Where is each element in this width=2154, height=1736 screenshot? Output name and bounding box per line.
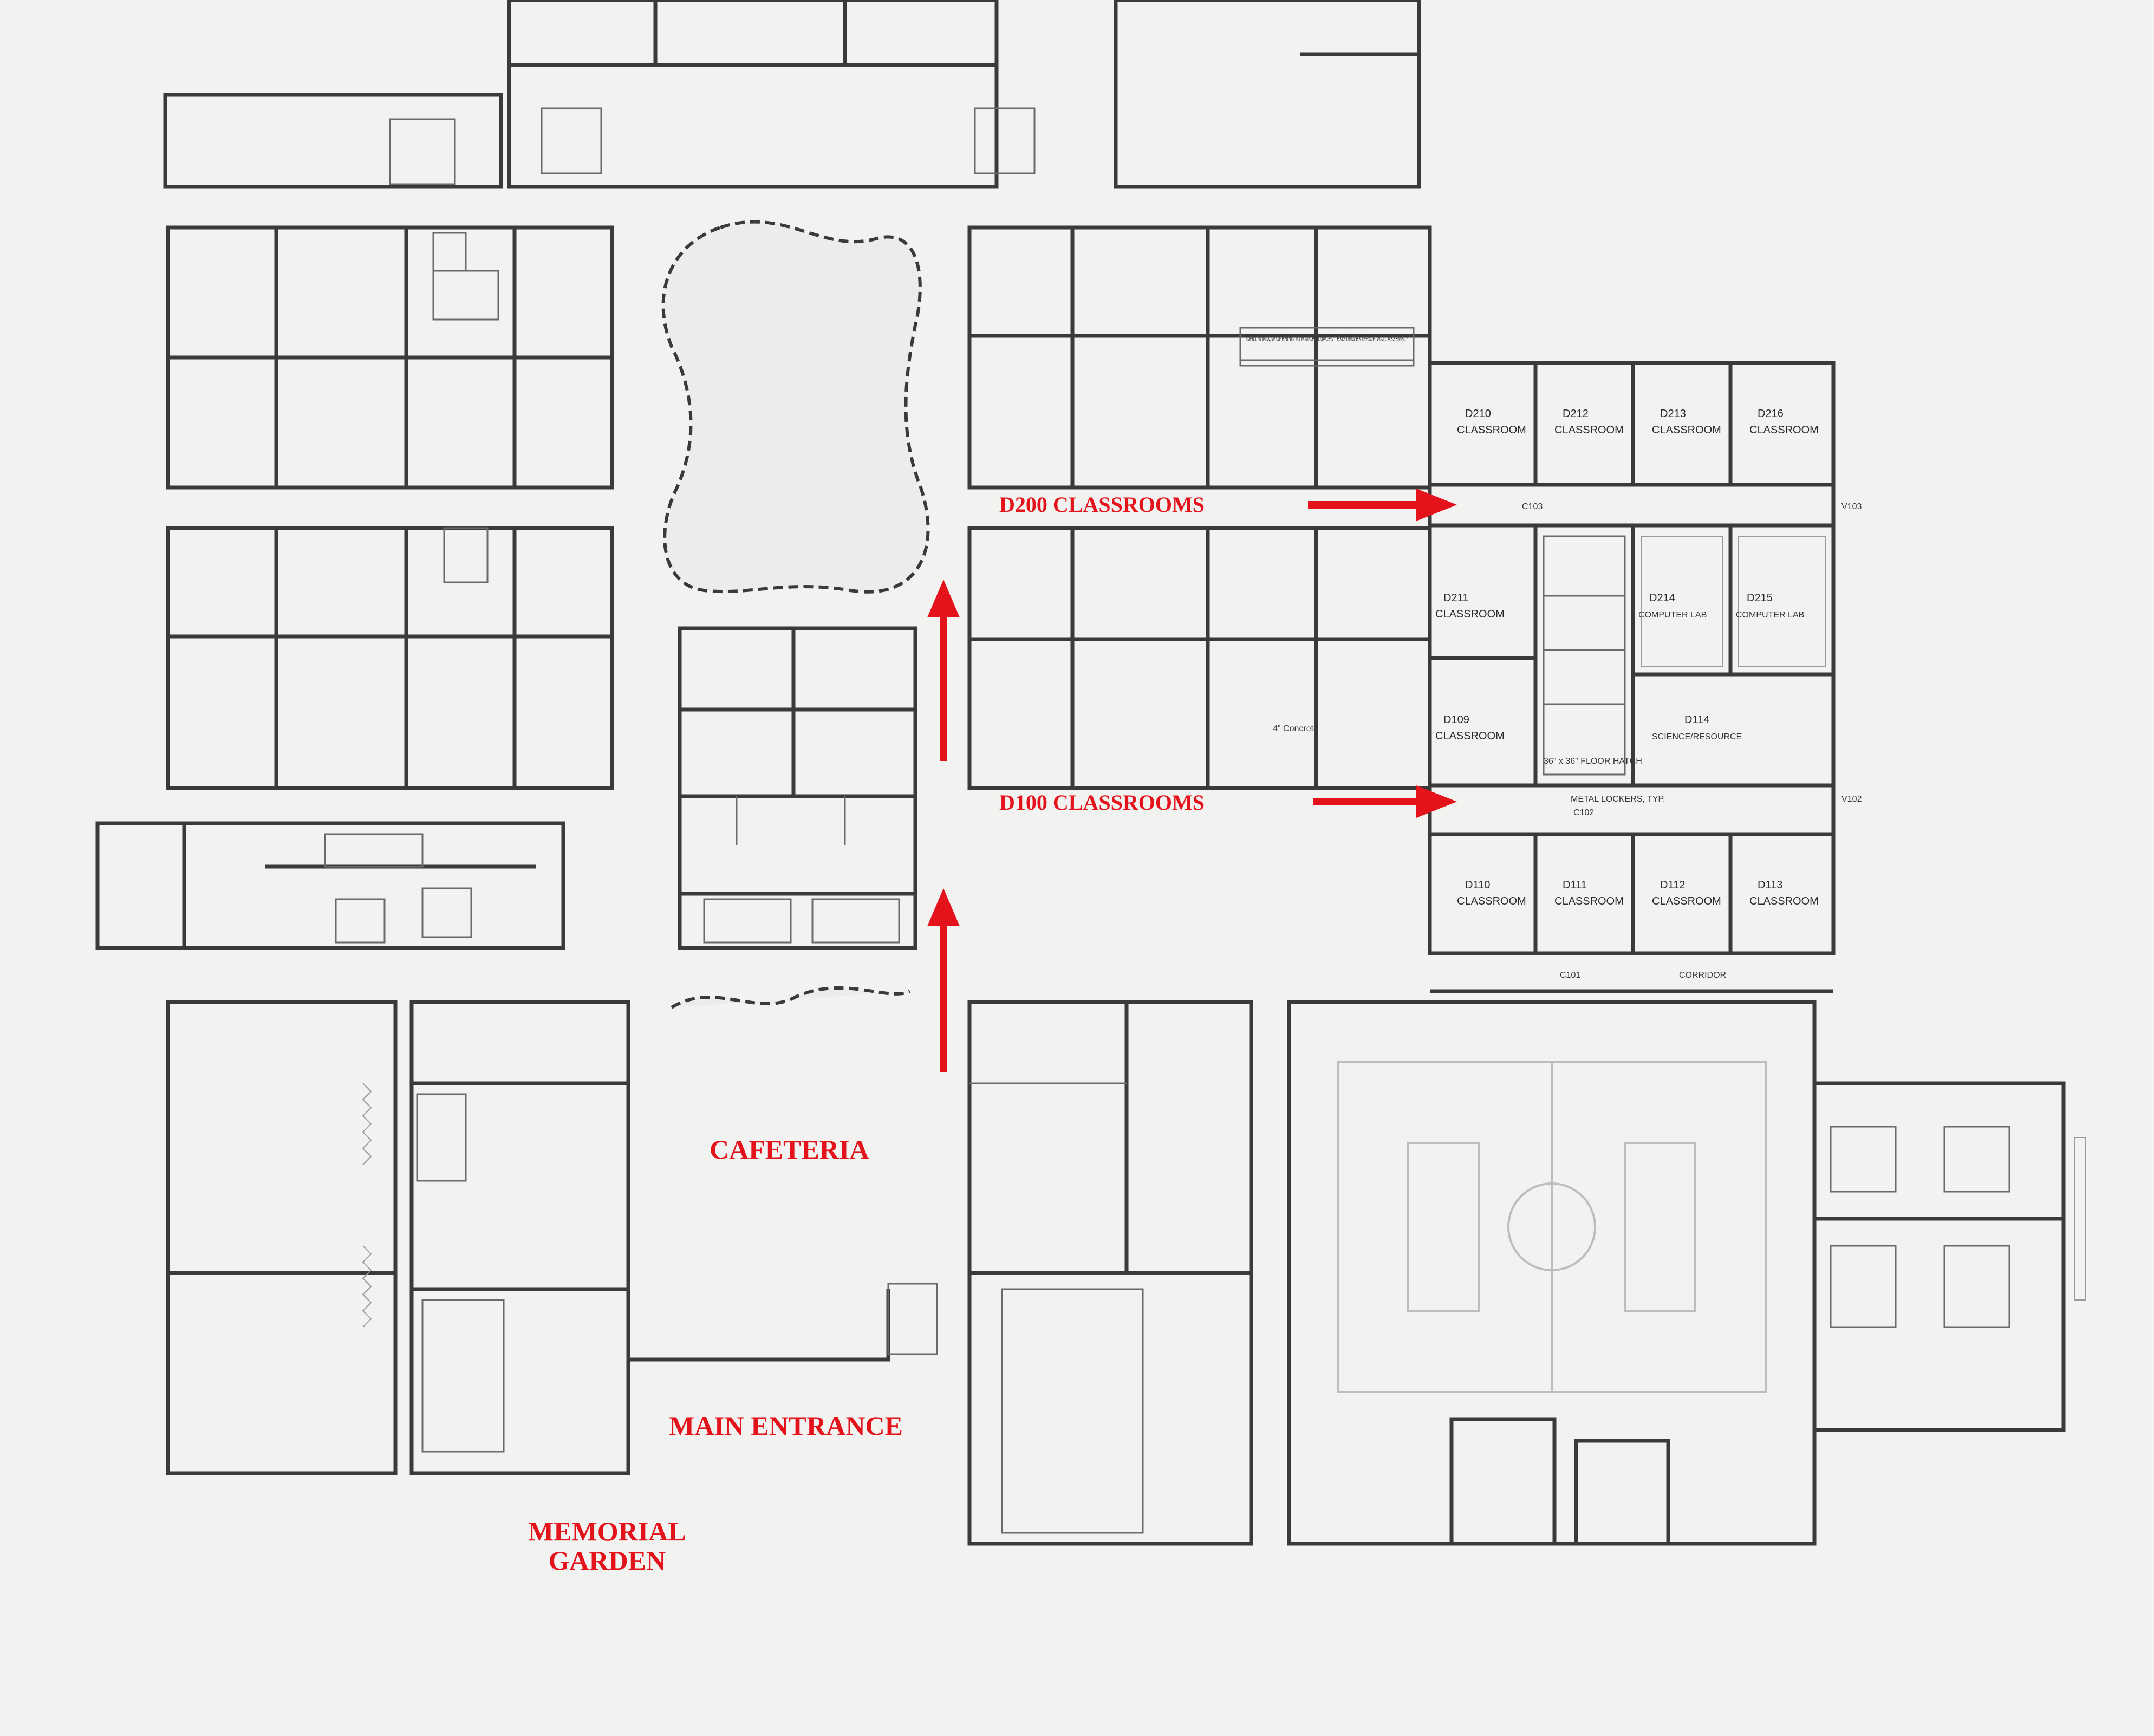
south-central-block	[967, 1000, 1253, 1546]
west-classroom-blocks	[166, 225, 614, 790]
room-d114-name: SCIENCE/RESOURCE	[1652, 732, 1742, 742]
arrow-up-upper-head	[927, 580, 960, 617]
note-floor-hatch: 36" x 36" FLOOR HATCH	[1544, 757, 1642, 766]
room-d215-name: COMPUTER LAB	[1736, 610, 1804, 620]
label-memorial-garden-line2: GARDEN	[548, 1545, 666, 1576]
room-d110-name: CLASSROOM	[1457, 895, 1526, 907]
label-memorial-garden-line1: MEMORIAL	[528, 1516, 686, 1546]
room-d113-number: D113	[1758, 879, 1782, 891]
note-lockers: METAL LOCKERS, TYP.	[1571, 795, 1665, 804]
southwest-wing	[166, 1000, 630, 1475]
room-d113-name: CLASSROOM	[1749, 895, 1819, 907]
vestibule-v102: V102	[1841, 795, 1862, 804]
room-d109-name: CLASSROOM	[1435, 730, 1505, 742]
arrow-right-d100-head	[1416, 785, 1457, 818]
corridor-c101: C101	[1560, 971, 1580, 980]
label-main-entrance: MAIN ENTRANCE	[669, 1410, 903, 1441]
far-east-wing	[1812, 1081, 2086, 1432]
room-d111-name: CLASSROOM	[1554, 895, 1624, 907]
corridor-c103: C103	[1522, 502, 1543, 511]
north-wing	[163, 0, 1421, 189]
gymnasium	[1287, 1000, 1817, 1546]
room-d112-name: CLASSROOM	[1652, 895, 1721, 907]
courtyard	[661, 220, 930, 594]
label-d100-classrooms: D100 CLASSROOMS	[999, 790, 1205, 815]
room-d215-number: D215	[1747, 592, 1773, 604]
room-d214-name: COMPUTER LAB	[1638, 610, 1707, 620]
cafeteria-area	[628, 986, 938, 1362]
room-d112-number: D112	[1660, 879, 1685, 891]
room-d211-name: CLASSROOM	[1435, 608, 1505, 620]
west-corridor-wing	[95, 821, 565, 950]
room-d111-number: D111	[1563, 879, 1587, 891]
room-d213-name: CLASSROOM	[1652, 424, 1721, 436]
label-d200-classrooms: D200 CLASSROOMS	[999, 492, 1205, 517]
central-block	[678, 626, 917, 950]
room-d110-number: D110	[1465, 879, 1490, 891]
d-wing-addition: INFILL WINDOW OPENING TO MATCH ADJACENT …	[1239, 327, 1862, 993]
arrow-up-lower-head	[927, 888, 960, 926]
corridor-c102: C102	[1573, 808, 1594, 817]
room-d216-name: CLASSROOM	[1749, 424, 1819, 436]
east-block: 4" Concrete	[967, 225, 1432, 790]
room-d216-number: D216	[1758, 408, 1784, 420]
label-cafeteria: CAFETERIA	[710, 1134, 869, 1165]
room-d214-number: D214	[1649, 592, 1675, 604]
note-infill-window: INFILL WINDOW OPENING TO MATCH ADJACENT …	[1246, 334, 1408, 343]
room-d109-number: D109	[1443, 714, 1469, 726]
room-d211-number: D211	[1443, 592, 1468, 604]
room-d210-name: CLASSROOM	[1457, 424, 1526, 436]
room-d212-name: CLASSROOM	[1554, 424, 1624, 436]
room-d210-number: D210	[1465, 408, 1491, 420]
room-d212-number: D212	[1563, 408, 1589, 420]
note-concrete: 4" Concrete	[1273, 724, 1318, 733]
room-d213-number: D213	[1660, 408, 1686, 420]
arrow-right-d200-head	[1416, 489, 1457, 521]
room-d114-number: D114	[1684, 714, 1709, 726]
corridor-label: CORRIDOR	[1679, 971, 1726, 980]
vestibule-v103: V103	[1841, 502, 1862, 511]
wayfinding-arrows	[927, 489, 1457, 1072]
label-memorial-garden: MEMORIAL GARDEN	[528, 1517, 686, 1575]
